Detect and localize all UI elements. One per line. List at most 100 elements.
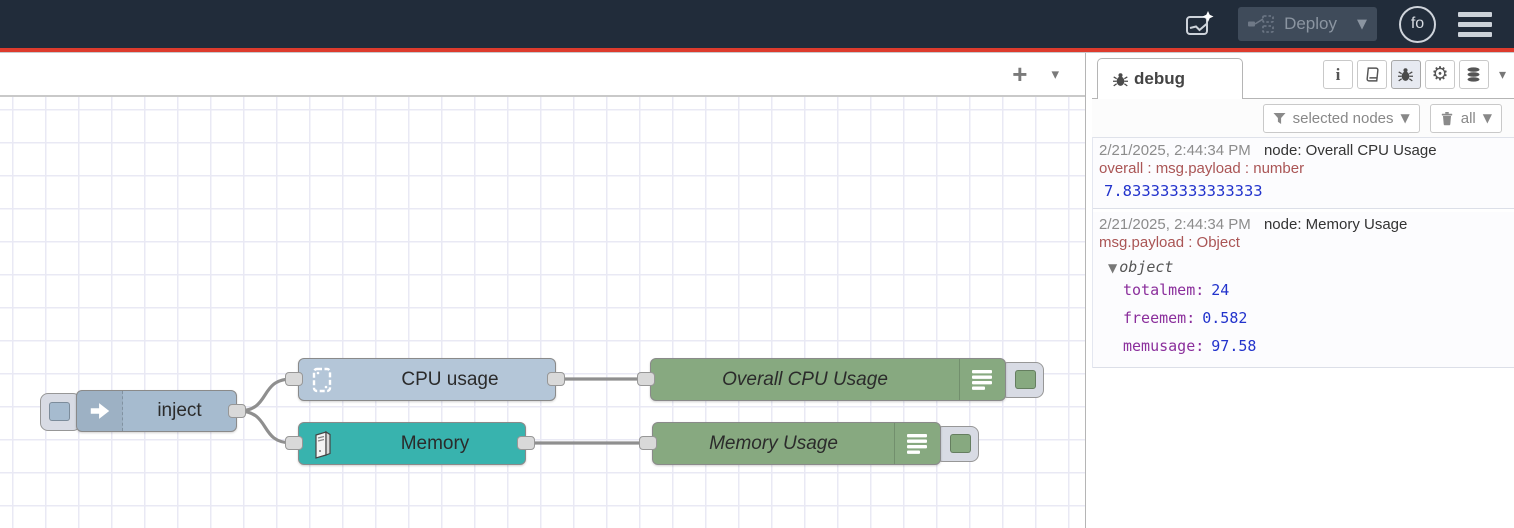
memory-input-port[interactable]	[285, 436, 303, 450]
debug-source-node: node: Overall CPU Usage	[1263, 142, 1437, 159]
funnel-icon	[1273, 112, 1286, 124]
debug-message-list: 2/21/2025, 2:44:34 PM node: Overall CPU …	[1092, 137, 1514, 368]
tab-info-button[interactable]: i	[1322, 60, 1353, 89]
clear-all-label: all	[1460, 109, 1476, 127]
workspace-tab-bar: + ▾	[0, 53, 1085, 97]
property-key: freemem:	[1123, 309, 1196, 327]
node-label: Overall CPU Usage	[722, 368, 888, 390]
ai-assistant-button[interactable]	[1182, 7, 1216, 41]
tab-debug-button[interactable]	[1390, 60, 1421, 89]
property-value: 97.58	[1211, 337, 1257, 355]
node-label: Memory	[400, 432, 470, 454]
debug-source-node: node: Memory Usage	[1263, 216, 1408, 233]
filter-label: selected nodes	[1292, 109, 1394, 127]
computer-tower-icon	[299, 423, 345, 464]
property-key: totalmem:	[1123, 281, 1205, 299]
user-avatar[interactable]: fo	[1399, 5, 1436, 43]
node-label: Memory Usage	[709, 432, 838, 454]
flow-editor: + ▾ inject	[0, 53, 1086, 528]
node-label: CPU usage	[401, 368, 499, 390]
inject-trigger-button-inner	[49, 402, 70, 421]
wire-inject-to-memory[interactable]	[237, 409, 293, 445]
main-menu-button[interactable]	[1458, 11, 1492, 37]
menu-bar	[1458, 31, 1492, 37]
inject-output-port[interactable]	[228, 404, 246, 418]
cpu-input-port[interactable]	[285, 372, 303, 386]
debug-message[interactable]: 2/21/2025, 2:44:34 PM node: Overall CPU …	[1093, 138, 1514, 209]
node-cpu-usage[interactable]: CPU usage	[298, 358, 556, 401]
sidebar-options-caret-icon[interactable]: ▾	[1498, 66, 1506, 83]
debug-filter-bar: selected nodes ▼ all ▼	[1092, 99, 1514, 137]
tab-context-button[interactable]	[1458, 60, 1489, 89]
property-key: memusage:	[1123, 337, 1205, 355]
object-property: memusage: 97.58	[1099, 332, 1508, 360]
debug-timestamp: 2/21/2025, 2:44:34 PM	[1099, 142, 1251, 159]
deploy-button[interactable]: Deploy ▼	[1238, 7, 1377, 41]
debug-payload-path: msg.payload : Object	[1099, 234, 1240, 251]
clear-caret-icon: ▼	[1482, 111, 1492, 125]
filter-caret-icon: ▼	[1400, 111, 1410, 125]
debug-message[interactable]: 2/21/2025, 2:44:34 PM node: Memory Usage…	[1093, 212, 1514, 368]
object-tree-root[interactable]: ▼object	[1099, 258, 1508, 276]
deploy-options-caret-icon[interactable]: ▼	[1357, 16, 1367, 32]
add-flow-button[interactable]: +	[1012, 59, 1028, 89]
avatar-initials: fo	[1410, 15, 1425, 32]
sidebar-tab-bar: debug i	[1092, 53, 1514, 99]
library-book-icon	[1366, 67, 1380, 82]
collapse-caret-icon[interactable]: ▼	[1108, 261, 1118, 275]
sidebar-toolbar: i ⚙	[1322, 60, 1514, 89]
header-accent-line	[0, 48, 1514, 52]
memory-usage-input-port[interactable]	[639, 436, 657, 450]
object-root-label: object	[1119, 258, 1174, 276]
bug-icon	[1113, 72, 1128, 86]
cpu-chip-icon	[299, 359, 345, 400]
bug-icon	[1398, 68, 1414, 82]
property-value: 0.582	[1202, 309, 1248, 327]
wire-inject-to-cpu[interactable]	[237, 377, 293, 413]
tab-library-button[interactable]	[1356, 60, 1387, 89]
cpu-output-port[interactable]	[547, 372, 565, 386]
deploy-button-label: Deploy	[1284, 14, 1337, 33]
node-debug-overall-cpu[interactable]: Overall CPU Usage	[650, 358, 1006, 401]
node-memory[interactable]: Memory	[298, 422, 526, 465]
tab-debug[interactable]: debug	[1097, 58, 1243, 99]
debug-payload-path: overall : msg.payload : number	[1099, 160, 1305, 177]
object-property: freemem: 0.582	[1099, 304, 1508, 332]
overall-cpu-input-port[interactable]	[637, 372, 655, 386]
node-debug-memory-usage[interactable]: Memory Usage	[652, 422, 941, 465]
debug-message-meta: 2/21/2025, 2:44:34 PM node: Overall CPU …	[1099, 142, 1508, 159]
menu-bar	[1458, 11, 1492, 17]
debug-toggle-button[interactable]	[1000, 362, 1044, 398]
clear-all-button[interactable]: all ▼	[1429, 103, 1502, 133]
deploy-flow-icon	[1248, 15, 1274, 33]
tab-config-button[interactable]: ⚙	[1424, 60, 1455, 89]
menu-bar	[1458, 21, 1492, 27]
main-area: + ▾ inject	[0, 52, 1514, 528]
node-inject[interactable]: inject	[76, 390, 237, 432]
property-value: 24	[1211, 281, 1230, 299]
inject-arrow-icon	[77, 391, 123, 431]
debug-payload-value: 7.833333333333333	[1104, 182, 1263, 200]
gear-icon: ⚙	[1431, 63, 1449, 85]
debug-message-meta: 2/21/2025, 2:44:34 PM node: Memory Usage	[1099, 216, 1508, 233]
debug-toggle-button[interactable]	[935, 426, 979, 462]
ai-assistant-icon	[1186, 11, 1214, 35]
info-icon: i	[1335, 64, 1341, 84]
debug-toggle-button-inner	[1015, 370, 1036, 389]
flow-list-caret-icon[interactable]: ▾	[1051, 65, 1059, 83]
debug-console-icon	[959, 359, 1005, 400]
inject-trigger-button[interactable]	[40, 393, 81, 431]
object-property: totalmem: 24	[1099, 276, 1508, 304]
flow-canvas[interactable]: inject CPU usage	[0, 97, 1085, 528]
trash-icon	[1441, 111, 1452, 125]
node-label: inject	[157, 400, 202, 421]
filter-selected-nodes-button[interactable]: selected nodes ▼	[1262, 103, 1420, 133]
debug-toggle-button-inner	[950, 434, 971, 453]
database-icon	[1468, 67, 1480, 82]
sidebar: debug i	[1086, 53, 1514, 528]
debug-console-icon	[894, 423, 940, 464]
debug-timestamp: 2/21/2025, 2:44:34 PM	[1099, 216, 1251, 233]
tab-debug-label: debug	[1134, 69, 1185, 88]
memory-output-port[interactable]	[517, 436, 535, 450]
